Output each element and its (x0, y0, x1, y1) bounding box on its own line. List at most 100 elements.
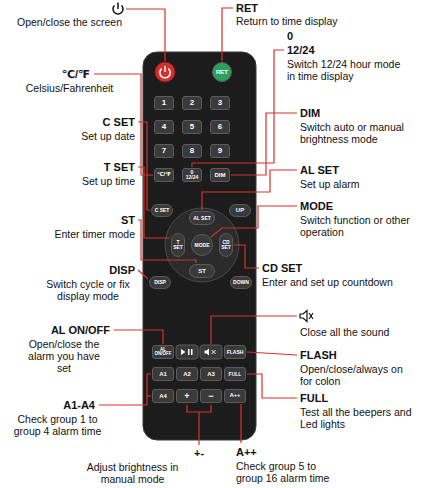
callout-title: FULL (300, 392, 360, 405)
callout-title: FLASH (300, 349, 360, 362)
callout-title: +- (184, 447, 214, 460)
callout-title: T SET (2, 161, 135, 174)
remote-button: 7 (154, 144, 174, 158)
button-label: 9 (218, 147, 222, 155)
callout-title: MODE (300, 200, 360, 213)
remote-button: AL ON/OFF (152, 345, 174, 359)
remote-button: 8 (182, 144, 202, 158)
remote-button: AL SET (189, 211, 215, 225)
button-label: 5 (190, 123, 194, 131)
callout-title: CD SET (262, 262, 342, 275)
remote-button: A2 (176, 367, 198, 381)
button-label: A1 (159, 371, 167, 377)
leader-line (240, 404, 241, 443)
leader-lines (94, 8, 297, 445)
callout-text: Switch function or other operation (300, 214, 410, 238)
leader-line (138, 220, 196, 263)
callout-text: Check group 1 to group 4 alarm time (5, 413, 110, 437)
remote-button: FULL (224, 367, 246, 381)
callout-text: Switch 12/24 hour mode in time display (287, 58, 411, 82)
button-label: A3 (207, 371, 215, 377)
remote-button: CD SET (219, 233, 233, 257)
leader-line (247, 352, 297, 355)
callout-text: Enter and set up countdown (262, 276, 434, 288)
button-label: 6 (218, 123, 222, 131)
leader-line (211, 316, 297, 344)
callout-text: Test all the beepers and Led lights (300, 406, 412, 430)
callout-title: 12/24 (287, 44, 347, 57)
button-label: RET (216, 69, 228, 75)
remote-button: DIM (210, 168, 230, 182)
callout-text: Open/close/always on for colon (300, 363, 412, 387)
remote-button: + (176, 389, 198, 403)
callout-text: Switch auto or manual brightness mode (300, 121, 425, 145)
button-label: 12/24 (186, 175, 199, 180)
leader-line (231, 113, 297, 175)
button-label: 1 (162, 99, 166, 107)
button-label: − (208, 392, 213, 401)
leader-line (234, 245, 259, 268)
button-label: 3 (218, 99, 222, 107)
leader-line (202, 170, 297, 210)
remote-button: 6 (210, 120, 230, 134)
button-label: 2 (190, 99, 194, 107)
remote-button: 5 (182, 120, 202, 134)
leader-line (222, 8, 233, 61)
callout-text: Celsius/Fahrenheit (2, 82, 137, 94)
leader-line (126, 9, 165, 61)
remote-button: ST (189, 264, 215, 278)
remote-button: − (200, 389, 222, 403)
remote-button: 1 (154, 96, 174, 110)
button-label: A2 (183, 371, 191, 377)
leader-line (147, 395, 151, 396)
remote-button: C SET (151, 204, 173, 217)
remote-button: A1 (152, 367, 174, 381)
button-label: ℃/℉ (157, 172, 171, 178)
mute-symbol (300, 311, 313, 322)
bracket (187, 405, 211, 412)
button-label: + (184, 392, 189, 401)
leader-line (247, 374, 297, 398)
callout-title: A++ (236, 446, 296, 459)
callout-text: Set up date (2, 130, 135, 142)
leader-line (198, 412, 199, 445)
callout-title: C SET (2, 116, 135, 129)
button-label: AL ON/OFF (153, 348, 173, 357)
button-label: DOWN (233, 280, 249, 285)
callout-text: Check group 5 to group 16 alarm time (236, 460, 344, 484)
callout-title: ℃/℉ (2, 68, 90, 81)
button-label: AL SET (193, 216, 211, 221)
button-label: FULL (229, 372, 242, 377)
callout-text: Set up time (2, 175, 135, 187)
button-label: C SET (155, 208, 170, 213)
button-label: 7 (162, 147, 166, 155)
remote-button: DISP (149, 276, 171, 289)
remote-button: A3 (200, 367, 222, 381)
callout-title: DIM (300, 107, 360, 120)
remote-button: RET (212, 62, 232, 82)
play-pause-button (176, 345, 198, 359)
callout-text: Return to time display (236, 15, 426, 27)
leader-line (99, 374, 151, 405)
remote-button: T SET (171, 233, 185, 257)
remote-body (143, 52, 256, 440)
button-label: FLASH (227, 350, 244, 355)
button-label: T SET (172, 240, 184, 250)
remote-button: A++ (224, 389, 246, 403)
remote-button: UP (229, 204, 251, 217)
button-label: DIM (215, 172, 226, 178)
callout-title: AL SET (300, 164, 380, 177)
leader-line (192, 50, 284, 167)
remote-button: 4 (154, 120, 174, 134)
callout-text: Open/close the alarm you have set (22, 338, 106, 374)
mute-button (200, 345, 222, 359)
remote-button: 9 (210, 144, 230, 158)
remote-button: A4 (152, 389, 174, 403)
callout-title: RET (236, 2, 296, 15)
callout-text: Open/close the screen (2, 16, 137, 28)
callout-title: AL ON/OFF (2, 324, 110, 337)
callout-title: ST (2, 214, 135, 227)
leader-line (114, 330, 163, 344)
remote-button: FLASH (224, 345, 246, 359)
